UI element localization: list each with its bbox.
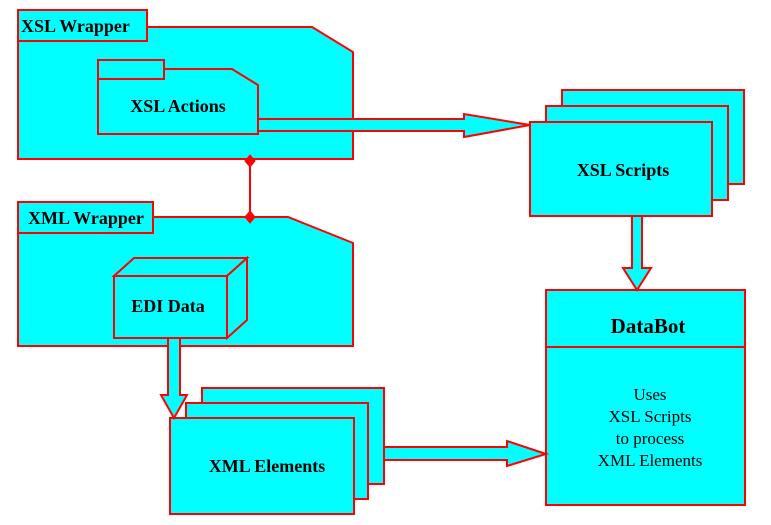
databot-line-1: Uses bbox=[633, 385, 666, 404]
wrapper-connector bbox=[244, 154, 256, 224]
xsl-scripts-label: XSL Scripts bbox=[577, 160, 670, 180]
databot-line-4: XML Elements bbox=[598, 451, 703, 470]
connector-diamond-bottom bbox=[244, 210, 256, 224]
connector-diamond-top bbox=[244, 154, 256, 168]
arrow-scripts-to-databot bbox=[621, 215, 653, 292]
xsl-actions-label: XSL Actions bbox=[130, 96, 226, 116]
databot-line-2: XSL Scripts bbox=[609, 407, 692, 426]
arrow-actions-to-scripts bbox=[257, 112, 531, 139]
xml-elements-label: XML Elements bbox=[209, 456, 326, 476]
edi-data-front bbox=[113, 275, 228, 339]
arrow-elements-to-databot bbox=[383, 439, 550, 468]
xsl-actions-package: XSL Actions bbox=[97, 59, 259, 135]
edi-data-top bbox=[111, 257, 250, 277]
edi-data-label: EDI Data bbox=[131, 296, 205, 316]
xml-wrapper-tab bbox=[17, 201, 154, 234]
databot-class: DataBot Uses XSL Scripts to process XML … bbox=[545, 289, 746, 506]
databot-title: DataBot bbox=[611, 314, 686, 338]
xsl-wrapper-tab bbox=[17, 9, 148, 42]
arrow-edi-to-elements bbox=[159, 337, 189, 421]
edi-data-box: EDI Data bbox=[111, 255, 250, 341]
xsl-actions-body bbox=[97, 68, 259, 135]
xsl-wrapper-label: XSL Wrapper bbox=[21, 16, 130, 36]
xml-elements-front bbox=[169, 417, 355, 515]
xsl-scripts-front bbox=[529, 121, 713, 217]
databot-box bbox=[545, 289, 746, 506]
databot-line-3: to process bbox=[616, 429, 684, 448]
xsl-actions-tab bbox=[97, 59, 165, 80]
xsl-scripts-stack: XSL Scripts bbox=[529, 89, 745, 217]
xml-wrapper-label: XML Wrapper bbox=[28, 208, 144, 228]
xml-elements-stack: XML Elements bbox=[169, 387, 385, 515]
